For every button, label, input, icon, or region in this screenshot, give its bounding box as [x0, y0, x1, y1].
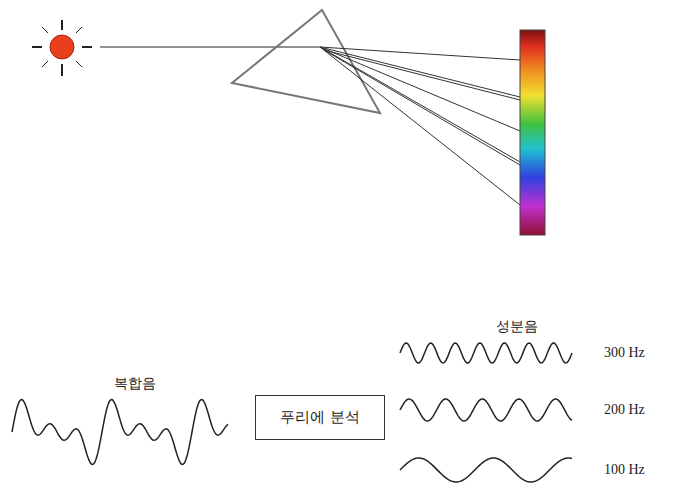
frequency-label: 300 Hz: [604, 345, 645, 362]
dispersed-rays: [320, 47, 520, 205]
prism: [232, 10, 380, 113]
sine-wave: [400, 343, 572, 363]
light-ray: [100, 47, 320, 48]
complex-wave: [12, 400, 228, 465]
sine-wave: [400, 399, 572, 421]
frequency-label: 100 Hz: [604, 462, 645, 479]
wave-label: 성분음: [496, 318, 538, 335]
frequency-label: 200 Hz: [604, 402, 645, 419]
process-box: 푸리에 분석: [255, 395, 385, 440]
spectrum-bar: [520, 30, 545, 235]
box-label: 푸리에 분석: [280, 408, 360, 426]
wave-label: 복합음: [114, 375, 156, 392]
sine-wave: [400, 458, 572, 482]
sun-symbol: [32, 20, 92, 76]
